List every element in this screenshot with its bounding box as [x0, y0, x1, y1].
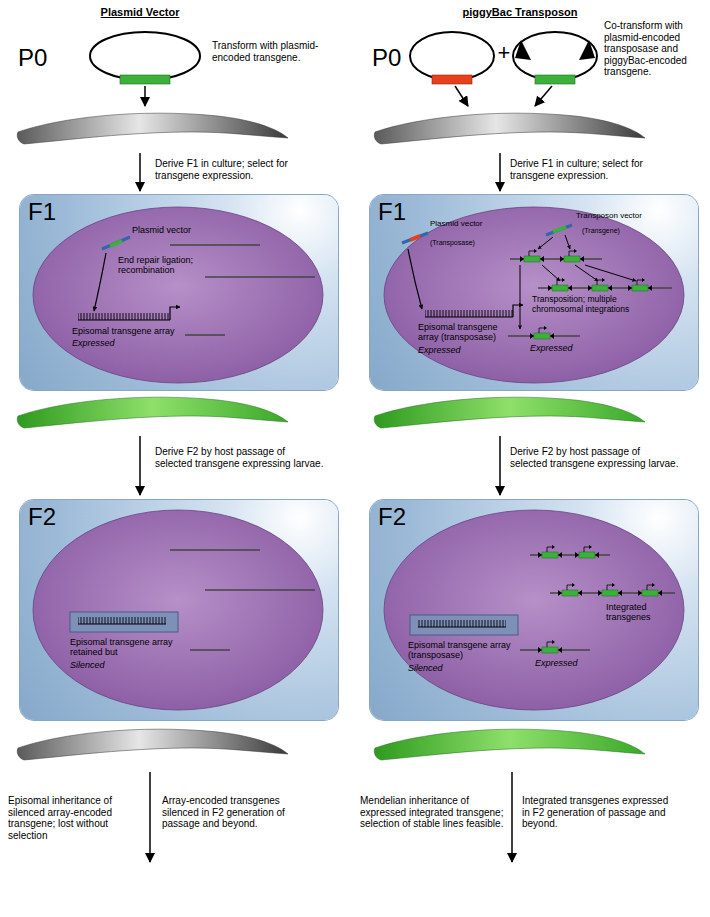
panel-text: Expressed — [418, 345, 488, 355]
panel-text: Episomal transgene array retained but — [70, 637, 205, 658]
nucleus-illustration — [20, 195, 338, 390]
generation-label: F2 — [28, 505, 68, 529]
nucleus-illustration — [370, 500, 698, 720]
annotation-text: Derive F1 in culture; select for transge… — [155, 158, 325, 181]
annotation-text: Co-transform with plasmid-encoded transp… — [604, 20, 706, 78]
nucleus-illustration — [370, 195, 698, 390]
annotation-text: Integrated transgenes expressed in F2 ge… — [522, 795, 672, 830]
annotation-text: Episomal inheritance of silenced array-e… — [8, 795, 142, 841]
panel-text: Episomal transgene array (transposase) — [408, 640, 513, 661]
annotation-text: Mendelian inheritance of expressed integ… — [360, 795, 504, 830]
panel-text: (Transposase) — [430, 239, 510, 247]
panel-text: Episomal transgene array — [72, 326, 222, 336]
annotation-text: Derive F1 in culture; select for transge… — [510, 158, 680, 181]
panel-text: Expressed — [535, 658, 605, 668]
panel-text: Transposition; multiple chromosomal inte… — [532, 295, 652, 315]
column-heading: Plasmid Vector — [50, 6, 230, 19]
annotation-text: Derive F2 by host passage of selected tr… — [510, 446, 680, 469]
panel-text: Silenced — [408, 663, 488, 673]
panel-text: End repair ligation; recombination — [118, 255, 208, 276]
generation-panel: F1Plasmid vector (Transposase) Transposon … — [370, 195, 698, 390]
nucleus-illustration — [20, 500, 338, 720]
panel-text: Plasmid vector — [430, 219, 510, 228]
annotation-text: P0 — [18, 46, 62, 70]
panel-text: Transposon vector — [576, 211, 676, 220]
annotation-text: Array-encoded transgenes silenced in F2 … — [162, 795, 312, 830]
generation-label: F1 — [28, 200, 68, 224]
column-heading: piggyBac Transposon — [420, 6, 620, 19]
annotation-text: Transform with plasmid-encoded transgene… — [212, 40, 337, 63]
panel-text: (Transgene) — [582, 227, 662, 235]
generation-label: F2 — [378, 505, 418, 529]
annotation-text: + — [494, 42, 514, 64]
generation-label: F1 — [378, 200, 418, 224]
annotation-text: Derive F2 by host passage of selected tr… — [155, 446, 325, 469]
generation-panel: F2Episomal transgene array (transposase)… — [370, 500, 698, 720]
generation-panel: F2Episomal transgene array retained butS… — [20, 500, 338, 720]
panel-text: Episomal transgene array (transposase) — [418, 322, 518, 343]
panel-text: Expressed — [72, 338, 152, 348]
panel-text: Integrated transgenes — [606, 602, 686, 623]
generation-panel: F1Plasmid vectorEnd repair ligation; rec… — [20, 195, 338, 390]
panel-text: Silenced — [70, 660, 150, 670]
panel-text: Plasmid vector — [132, 225, 222, 235]
panel-text: Expressed — [530, 343, 600, 353]
annotation-text: P0 — [372, 46, 416, 70]
